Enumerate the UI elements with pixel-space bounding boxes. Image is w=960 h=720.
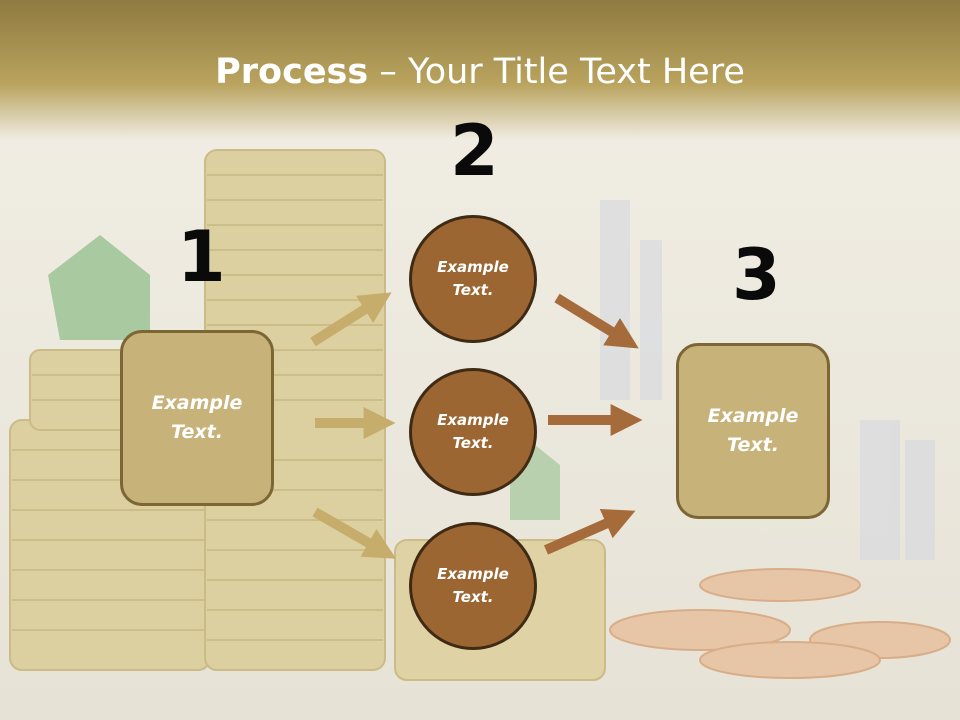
step-number-2: 2 xyxy=(450,110,499,192)
arrow-to-circle-1 xyxy=(310,292,392,347)
arrow-from-circle-3 xyxy=(543,508,636,555)
title-rest: – Your Title Text Here xyxy=(368,52,745,92)
title-bold: Process xyxy=(215,52,369,92)
arrow-from-circle-1 xyxy=(554,293,639,349)
step-number-1: 1 xyxy=(177,216,226,298)
step-number-3: 3 xyxy=(732,234,781,316)
title-banner xyxy=(0,0,960,140)
arrow-to-circle-3 xyxy=(312,507,397,559)
slide-title: Process – Your Title Text Here xyxy=(0,52,960,92)
